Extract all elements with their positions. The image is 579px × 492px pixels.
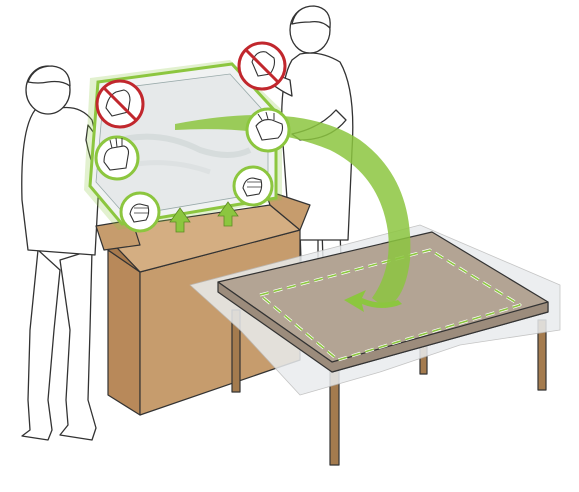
hold-bottom-left-icon [121,193,159,231]
hold-side-palm-right-icon [247,109,289,151]
no-grip-corner-icon [239,43,285,89]
no-grip-top-icon [97,81,143,127]
hold-bottom-right-icon [234,167,272,205]
hold-side-palm-icon [96,137,138,179]
